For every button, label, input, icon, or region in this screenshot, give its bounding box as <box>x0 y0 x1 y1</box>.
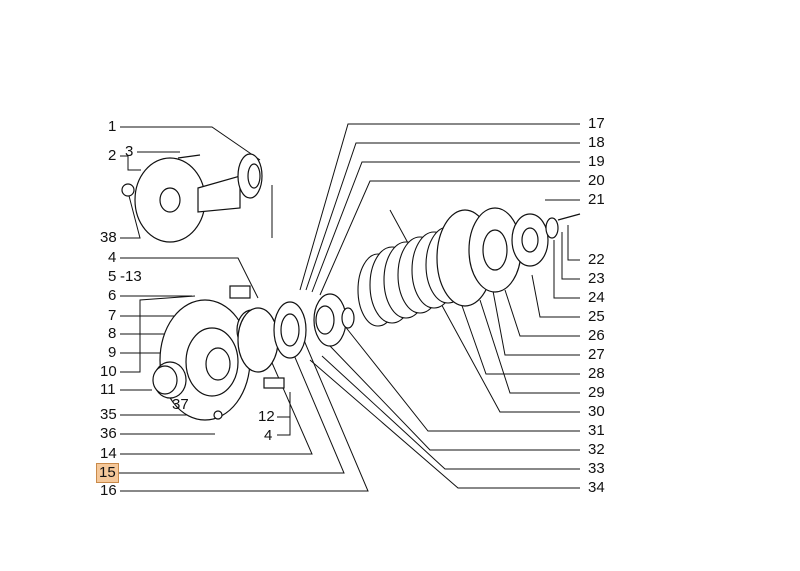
part-label-3: 3 <box>125 143 134 160</box>
part-label-31: 31 <box>588 422 605 439</box>
part-label-4-upper: 4 <box>108 249 117 266</box>
part-label-22: 22 <box>588 251 605 268</box>
part-label-19: 19 <box>588 153 605 170</box>
part-label-16: 16 <box>100 482 117 499</box>
part-label-37: 37 <box>172 396 189 413</box>
part-label-30: 30 <box>588 403 605 420</box>
part-label-28: 28 <box>588 365 605 382</box>
part-label-26: 26 <box>588 327 605 344</box>
part-label-20: 20 <box>588 172 605 189</box>
part-label-25: 25 <box>588 308 605 325</box>
part-label-8: 8 <box>108 325 117 342</box>
part-label-7: 7 <box>108 307 117 324</box>
part-label-21: 21 <box>588 191 605 208</box>
part-label-14: 14 <box>100 445 117 462</box>
part-label-4-lower: 4 <box>264 427 273 444</box>
part-label-13: -13 <box>120 268 142 285</box>
part-label-36: 36 <box>100 425 117 442</box>
part-label-11: 11 <box>100 381 116 398</box>
part-label-9: 9 <box>108 344 117 361</box>
part-label-1: 1 <box>108 118 117 135</box>
part-label-6: 6 <box>108 287 117 304</box>
part-label-38: 38 <box>100 229 117 246</box>
part-label-27: 27 <box>588 346 605 363</box>
part-label-2: 2 <box>108 147 117 164</box>
part-label-35: 35 <box>100 406 117 423</box>
part-label-34: 34 <box>588 479 605 496</box>
part-label-29: 29 <box>588 384 605 401</box>
part-label-12: 12 <box>258 408 275 425</box>
part-label-23: 23 <box>588 270 605 287</box>
part-label-17: 17 <box>588 115 605 132</box>
part-label-5: 5 <box>108 268 117 285</box>
part-label-15-highlighted[interactable]: 15 <box>96 463 119 483</box>
part-label-32: 32 <box>588 441 605 458</box>
part-label-24: 24 <box>588 289 605 306</box>
part-label-33: 33 <box>588 460 605 477</box>
part-label-10: 10 <box>100 363 117 380</box>
part-label-18: 18 <box>588 134 605 151</box>
